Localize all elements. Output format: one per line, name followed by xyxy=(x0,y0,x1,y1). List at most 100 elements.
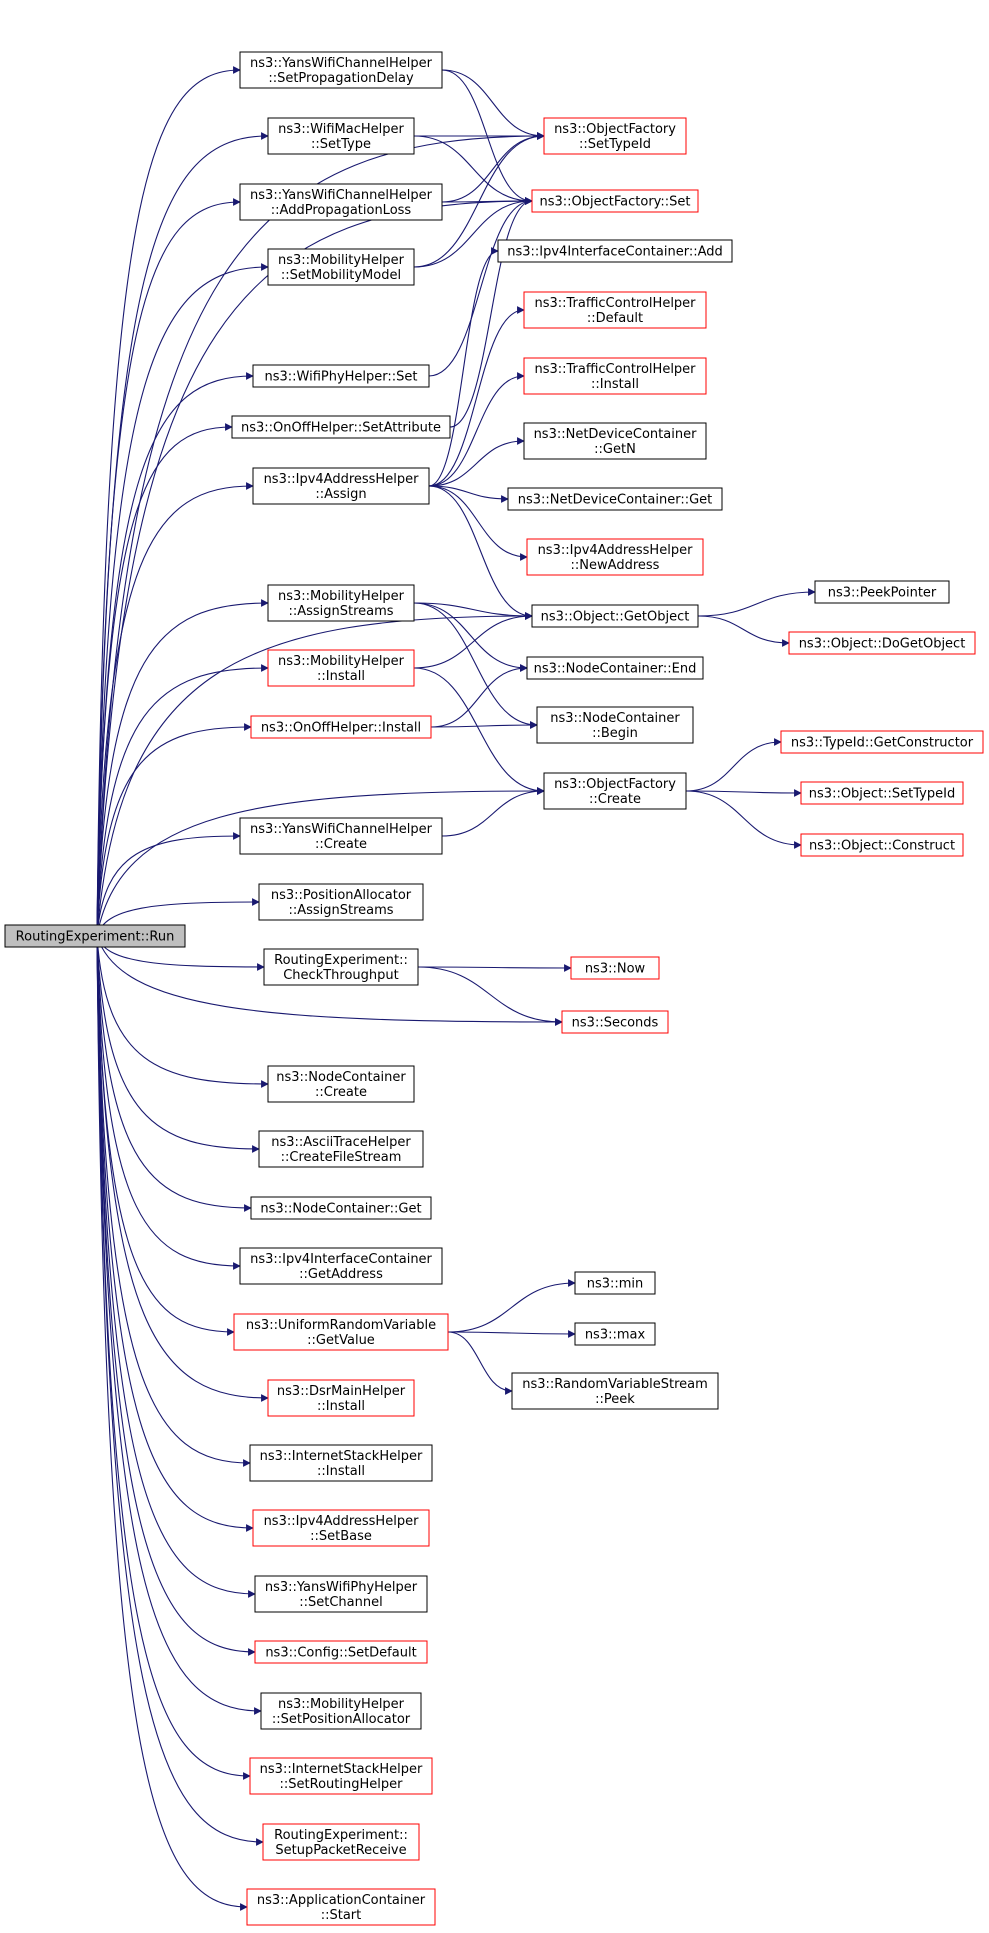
node-box-obj_dogetobject xyxy=(788,631,976,655)
node-label-nc_begin-line-0: ns3::NodeContainer xyxy=(550,711,680,726)
node-layer: RoutingExperiment::Run ns3::YansWifiChann… xyxy=(4,51,984,1926)
node-of_set[interactable]: ns3::ObjectFactory::Set xyxy=(531,189,699,213)
edge-run-to-wifiphy_set xyxy=(96,372,254,937)
node-label-tch_install-line-0: ns3::TrafficControlHelper xyxy=(534,362,696,377)
edge-run-to-re_setuppacket xyxy=(96,935,264,1846)
edge-ipv4addr_assign-to-tch_install xyxy=(428,372,525,487)
edge-wifimac_settype-to-of_set xyxy=(413,135,533,205)
node-wifimac_settype[interactable]: ns3::WifiMacHelper::SetType xyxy=(267,117,415,155)
node-nc_get[interactable]: ns3::NodeContainer::Get xyxy=(250,1196,432,1220)
node-obj_getobject[interactable]: ns3::Object::GetObject xyxy=(531,604,699,628)
node-peekpointer[interactable]: ns3::PeekPointer xyxy=(814,580,950,604)
node-rvs_peek[interactable]: ns3::RandomVariableStream::Peek xyxy=(511,1372,719,1410)
node-box-ywch_create xyxy=(239,817,443,855)
node-mob_install[interactable]: ns3::MobilityHelper::Install xyxy=(267,649,415,687)
node-tch_default[interactable]: ns3::TrafficControlHelper::Default xyxy=(523,291,707,329)
node-box-nc_begin xyxy=(536,706,694,744)
node-label-urv_getvalue-line-1: ::GetValue xyxy=(307,1333,375,1348)
node-ywch_create[interactable]: ns3::YansWifiChannelHelper::Create xyxy=(239,817,443,855)
node-of_settypeid[interactable]: ns3::ObjectFactory::SetTypeId xyxy=(543,117,687,155)
node-nc_create[interactable]: ns3::NodeContainer::Create xyxy=(267,1065,415,1103)
node-obj_construct[interactable]: ns3::Object::Construct xyxy=(800,833,964,857)
node-typeid_getctor[interactable]: ns3::TypeId::GetConstructor xyxy=(780,730,984,754)
node-re_setuppacket[interactable]: RoutingExperiment::SetupPacketReceive xyxy=(262,1823,420,1861)
node-ipv4ic_getaddr[interactable]: ns3::Ipv4InterfaceContainer::GetAddress xyxy=(239,1247,443,1285)
node-of_create[interactable]: ns3::ObjectFactory::Create xyxy=(543,772,687,810)
node-ndc_getn[interactable]: ns3::NetDeviceContainer::GetN xyxy=(523,422,707,460)
edge-run-to-ish_setrouting xyxy=(96,935,251,1780)
edge-mob_install-to-obj_getobject xyxy=(413,612,533,669)
node-ascii_create[interactable]: ns3::AsciiTraceHelper::CreateFileStream xyxy=(258,1130,424,1168)
node-mob_setmodel[interactable]: ns3::MobilityHelper::SetMobilityModel xyxy=(267,248,415,286)
node-ish_setrouting[interactable]: ns3::InternetStackHelper::SetRoutingHelp… xyxy=(249,1757,433,1795)
node-label-ish_install-line-1: ::Install xyxy=(317,1464,365,1479)
node-box-wifiphy_set xyxy=(252,364,430,388)
edge-run-to-mob_assignstreams xyxy=(96,599,269,937)
node-ywph_setchannel[interactable]: ns3::YansWifiPhyHelper::SetChannel xyxy=(254,1575,428,1613)
node-seconds[interactable]: ns3::Seconds xyxy=(561,1010,669,1034)
node-label-ipv4ic_add-line-0: ns3::Ipv4InterfaceContainer::Add xyxy=(507,245,723,260)
node-label-tch_install-line-1: ::Install xyxy=(591,377,639,392)
node-label-ndc_getn-line-0: ns3::NetDeviceContainer xyxy=(534,427,698,442)
node-box-config_setdefault xyxy=(254,1640,428,1664)
node-label-tch_default-line-0: ns3::TrafficControlHelper xyxy=(534,296,696,311)
node-label-of_create-line-1: ::Create xyxy=(589,792,641,807)
node-box-ipv4addr_assign xyxy=(252,467,430,505)
node-label-ywch_create-line-1: ::Create xyxy=(315,837,367,852)
node-onoff_install[interactable]: ns3::OnOffHelper::Install xyxy=(250,715,432,739)
edge-run-to-of_create xyxy=(96,787,545,937)
node-box-ywch_setprop xyxy=(239,51,443,89)
node-obj_settypeid[interactable]: ns3::Object::SetTypeId xyxy=(800,781,964,805)
edge-mob_assignstreams-to-nc_end xyxy=(413,602,528,672)
node-label-tch_default-line-1: ::Default xyxy=(587,311,643,326)
node-wifiphy_set[interactable]: ns3::WifiPhyHelper::Set xyxy=(252,364,430,388)
node-box-tch_install xyxy=(523,357,707,395)
node-config_setdefault[interactable]: ns3::Config::SetDefault xyxy=(254,1640,428,1664)
node-box-nc_end xyxy=(526,656,704,680)
node-ish_install[interactable]: ns3::InternetStackHelper::Install xyxy=(249,1444,433,1482)
node-min[interactable]: ns3::min xyxy=(574,1271,656,1295)
node-tch_install[interactable]: ns3::TrafficControlHelper::Install xyxy=(523,357,707,395)
node-obj_dogetobject[interactable]: ns3::Object::DoGetObject xyxy=(788,631,976,655)
node-label-run-line-0: RoutingExperiment::Run xyxy=(16,930,175,945)
edge-re_checkthroughput-to-now xyxy=(417,964,572,972)
node-box-appc_start xyxy=(246,1888,436,1926)
node-appc_start[interactable]: ns3::ApplicationContainer::Start xyxy=(246,1888,436,1926)
node-nc_begin[interactable]: ns3::NodeContainer::Begin xyxy=(536,706,694,744)
node-run[interactable]: RoutingExperiment::Run xyxy=(4,924,186,948)
node-label-nc_end-line-0: ns3::NodeContainer::End xyxy=(534,662,697,677)
node-ywch_addprop[interactable]: ns3::YansWifiChannelHelper::AddPropagati… xyxy=(239,183,443,221)
node-label-ywch_setprop-line-0: ns3::YansWifiChannelHelper xyxy=(250,56,433,71)
node-ipv4ic_add[interactable]: ns3::Ipv4InterfaceContainer::Add xyxy=(497,239,733,263)
node-urv_getvalue[interactable]: ns3::UniformRandomVariable::GetValue xyxy=(233,1313,449,1351)
node-max[interactable]: ns3::max xyxy=(574,1322,656,1346)
node-box-onoff_setattr xyxy=(231,415,451,439)
node-dsr_install[interactable]: ns3::DsrMainHelper::Install xyxy=(267,1379,415,1417)
node-label-ndc_getn-line-1: ::GetN xyxy=(594,442,636,457)
node-re_checkthroughput[interactable]: RoutingExperiment::CheckThroughput xyxy=(263,948,419,986)
node-label-dsr_install-line-0: ns3::DsrMainHelper xyxy=(277,1384,406,1399)
node-posalloc_assign[interactable]: ns3::PositionAllocator::AssignStreams xyxy=(258,883,424,921)
node-ywch_setprop[interactable]: ns3::YansWifiChannelHelper::SetPropagati… xyxy=(239,51,443,89)
node-ndc_get[interactable]: ns3::NetDeviceContainer::Get xyxy=(507,487,723,511)
edge-run-to-ywch_create xyxy=(96,832,241,937)
node-mob_assignstreams[interactable]: ns3::MobilityHelper::AssignStreams xyxy=(267,584,415,622)
node-label-posalloc_assign-line-1: ::AssignStreams xyxy=(288,903,393,918)
node-ipv4addr_assign[interactable]: ns3::Ipv4AddressHelper::Assign xyxy=(252,467,430,505)
node-mob_setposalloc[interactable]: ns3::MobilityHelper::SetPositionAllocato… xyxy=(260,1692,422,1730)
node-label-min-line-0: ns3::min xyxy=(587,1277,644,1292)
node-nc_end[interactable]: ns3::NodeContainer::End xyxy=(526,656,704,680)
node-box-ywch_addprop xyxy=(239,183,443,221)
node-box-ywph_setchannel xyxy=(254,1575,428,1613)
node-label-obj_construct-line-0: ns3::Object::Construct xyxy=(809,839,955,854)
node-onoff_setattr[interactable]: ns3::OnOffHelper::SetAttribute xyxy=(231,415,451,439)
node-ipv4addr_newaddr[interactable]: ns3::Ipv4AddressHelper::NewAddress xyxy=(526,538,704,576)
node-box-ipv4ic_getaddr xyxy=(239,1247,443,1285)
node-now[interactable]: ns3::Now xyxy=(570,956,660,980)
edge-run-to-ywch_setprop xyxy=(96,66,241,937)
edge-ipv4addr_assign-to-ipv4ic_add xyxy=(428,247,499,487)
edge-of_create-to-obj_construct xyxy=(685,790,802,849)
node-ipv4addr_setbase[interactable]: ns3::Ipv4AddressHelper::SetBase xyxy=(252,1509,430,1547)
node-box-obj_construct xyxy=(800,833,964,857)
edge-run-to-onoff_setattr xyxy=(96,423,233,937)
